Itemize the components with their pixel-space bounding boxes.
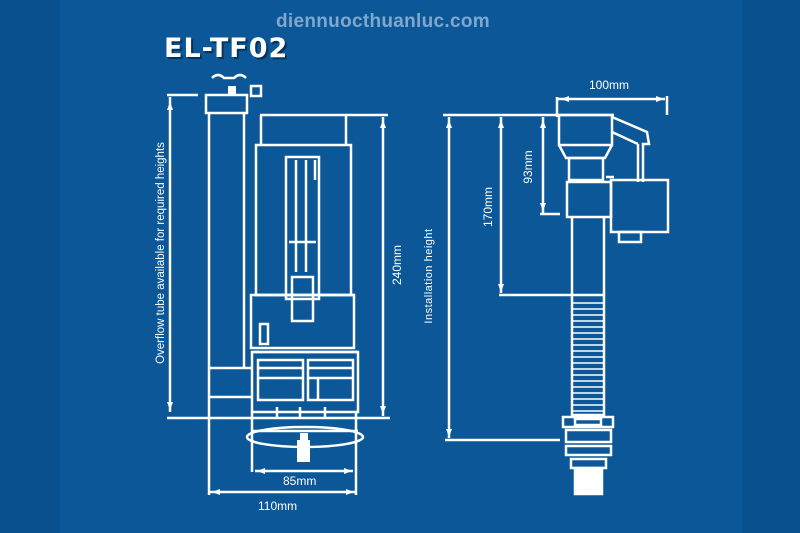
- background-band-right: [742, 0, 800, 533]
- overflow-tube-label: Overflow tube available for required hei…: [155, 142, 167, 364]
- background-band-left: [0, 0, 60, 533]
- head-height-label: 93mm: [521, 150, 535, 184]
- fill-valve-drawing: [443, 96, 670, 496]
- model-title: EL-TF02: [164, 33, 289, 64]
- corrugation-lines: [573, 302, 603, 412]
- inner-width-label: 85mm: [283, 474, 317, 488]
- watermark: diennuocthuanluc.com: [276, 11, 490, 32]
- installation-height-label: Installation height: [423, 228, 435, 324]
- flush-height-label: 240mm: [390, 245, 404, 286]
- outer-width-label: 110mm: [258, 499, 298, 513]
- flush-valve-drawing: [167, 73, 390, 495]
- min-height-label: 170mm: [481, 187, 495, 228]
- top-width-label: 100mm: [589, 78, 630, 92]
